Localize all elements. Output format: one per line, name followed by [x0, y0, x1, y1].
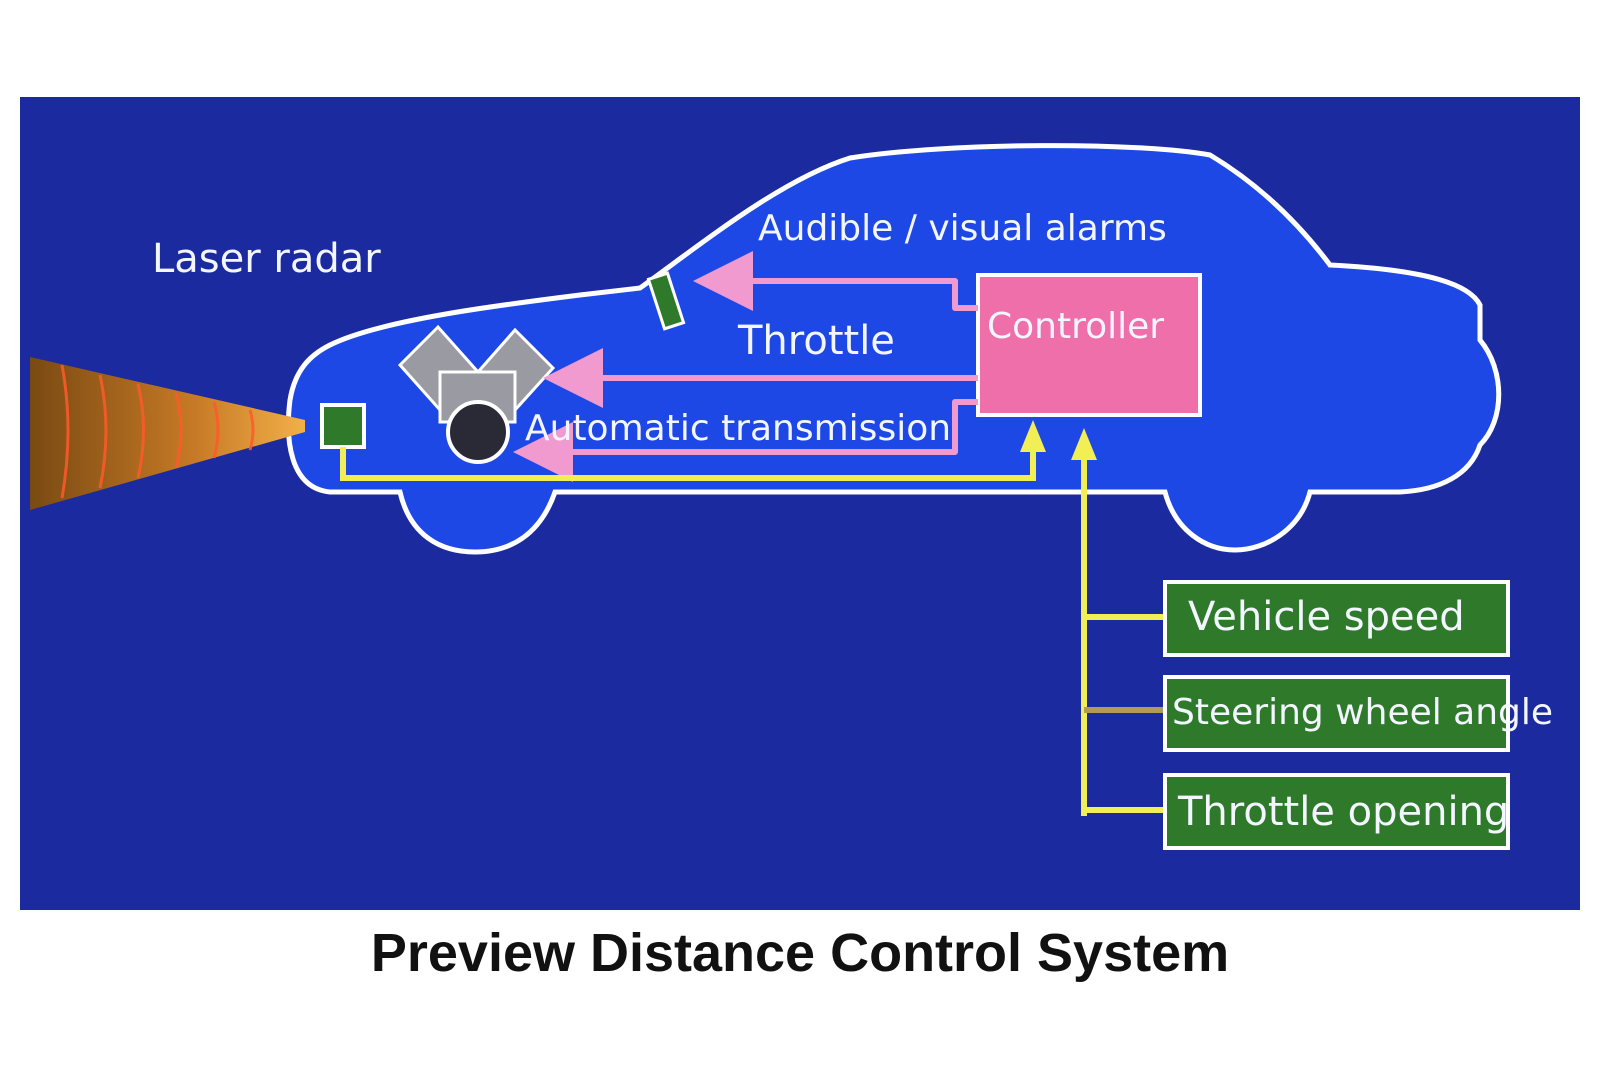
laser-radar-sensor [320, 403, 366, 449]
sensor-box-steering-angle [1163, 675, 1510, 752]
alarms-label: Audible / visual alarms [758, 208, 1167, 249]
sensor-box-vehicle-speed [1163, 580, 1510, 657]
laser-beam-waves [60, 364, 255, 499]
arrow-to-alarm [693, 251, 978, 311]
controller-box [976, 273, 1202, 417]
transmission-label: Automatic transmission [525, 408, 951, 449]
diagram-caption: Preview Distance Control System [370, 923, 1230, 983]
arrow-to-transmission [513, 399, 978, 482]
alarm-device [646, 271, 686, 331]
radar-input-arrowhead [1020, 420, 1046, 452]
sensor-label-throttle-opening: Throttle opening [1177, 789, 1509, 835]
laser-radar-label: Laser radar [152, 236, 381, 282]
sensor-label-vehicle-speed: Vehicle speed [1188, 594, 1465, 640]
output-arrows [513, 251, 978, 482]
engine-icon [397, 324, 556, 464]
throttle-label: Throttle [737, 318, 895, 364]
sensor-input-arrowhead [1071, 428, 1097, 460]
sensor-label-steering-angle: Steering wheel angle [1172, 692, 1553, 733]
radar-to-controller-line [340, 445, 1036, 481]
controller-label: Controller [987, 306, 1164, 347]
laser-beam [30, 357, 305, 510]
sensor-box-throttle-opening [1163, 773, 1510, 850]
input-lines [340, 445, 1165, 816]
